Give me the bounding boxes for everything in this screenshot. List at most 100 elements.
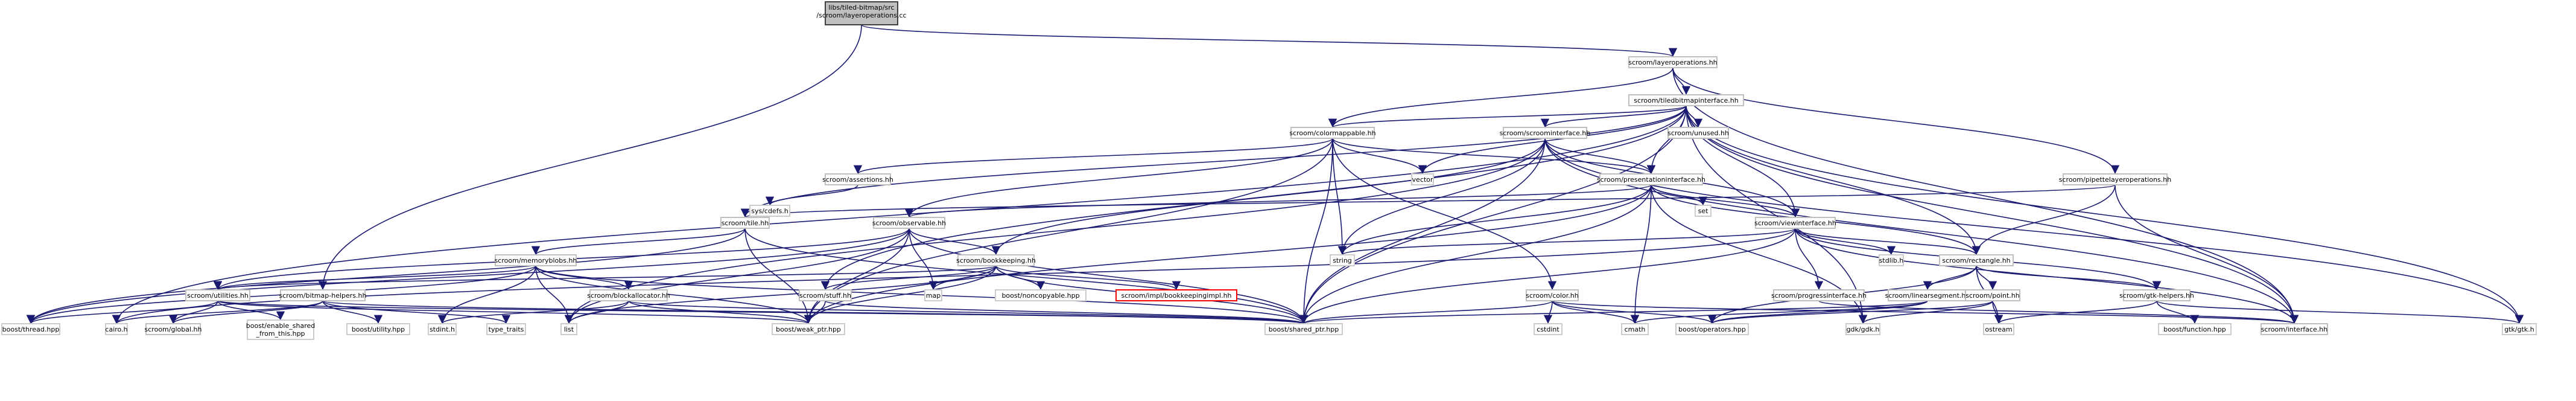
node-root-layeroperations-cc[interactable]: libs/tiled-bitmap/src /scroom/layeropera… — [816, 1, 907, 25]
node-pipettelayeroperations-hh[interactable]: scroom/pipettelayeroperations.hh — [2059, 173, 2171, 185]
include-edge — [861, 24, 1677, 57]
node-label: scroom/linearsegment.hh — [1885, 292, 1970, 300]
include-edge — [905, 184, 1652, 218]
node-stuff-hh[interactable]: scroom/stuff.hh — [799, 289, 852, 301]
node-colormappable-hh[interactable]: scroom/colormappable.hh — [1289, 127, 1376, 139]
node-label: scroom/impl/bookkeepingimpl.hh — [1121, 292, 1231, 300]
node-utilities-hh[interactable]: scroom/utilities.hh — [185, 289, 250, 301]
node-label: scroom/pipettelayeroperations.hh — [2059, 176, 2171, 184]
include-edge — [531, 228, 746, 255]
node-cairo-h[interactable]: cairo.h — [105, 323, 128, 335]
node-set[interactable]: set — [1695, 205, 1712, 217]
node-type-traits[interactable]: type_traits — [486, 323, 526, 335]
node-blockallocator-hh[interactable]: scroom/blockallocator.hh — [587, 289, 670, 301]
node-stdint-h[interactable]: stdint.h — [428, 323, 457, 335]
node-map[interactable]: map — [924, 289, 942, 301]
node-boost-weak-ptr-hpp[interactable]: boost/weak_ptr.hpp — [772, 323, 845, 335]
node-rectangle-hh[interactable]: scroom/rectangle.hh — [1939, 254, 2014, 266]
node-label: map — [926, 292, 941, 300]
node-memoryblobs-hh[interactable]: scroom/memoryblobs.hh — [495, 254, 577, 266]
include-edge — [991, 138, 1546, 255]
node-observable-hh[interactable]: scroom/observable.hh — [872, 217, 946, 229]
include-edge — [1686, 105, 2299, 324]
include-edge — [628, 300, 813, 324]
include-edge — [1686, 105, 1800, 218]
node-global-hh[interactable]: scroom/global.hh — [145, 323, 202, 335]
include-edge — [804, 228, 910, 324]
node-label: gdk/gdk.h — [1847, 326, 1880, 333]
node-sys-cdefs-h[interactable]: sys/cdefs.h — [749, 205, 790, 217]
include-edge — [1708, 300, 1993, 324]
include-edge — [27, 228, 910, 324]
node-boost-shared-ptr-hpp[interactable]: boost/shared_ptr.hpp — [1264, 323, 1343, 335]
include-edge — [1630, 184, 1652, 324]
node-list[interactable]: list — [560, 323, 577, 335]
node-enable-shared-from-this-hpp[interactable]: boost/enable_shared_from_this.hpp — [246, 319, 315, 340]
node-cmath[interactable]: cmath — [1621, 323, 1649, 335]
include-edge — [744, 228, 813, 324]
node-label: scroom/bookkeeping.hh — [956, 257, 1036, 265]
node-label: scroom/interface.hh — [2261, 326, 2327, 333]
include-edge — [1337, 184, 1652, 255]
node-color-hh[interactable]: scroom/color.hh — [1526, 289, 1579, 301]
include-edge — [1795, 228, 1981, 255]
node-label: scroom/stuff.hh — [799, 292, 851, 300]
node-gtk-gtk-h[interactable]: gtk/gtk.h — [2502, 323, 2537, 335]
include-edge — [744, 228, 1309, 324]
include-edge — [909, 228, 938, 290]
node-viewinterface-hh[interactable]: scroom/viewinterface.hh — [1754, 217, 1836, 229]
include-edge — [1418, 105, 1687, 175]
include-edge — [1708, 300, 1928, 324]
include-edge — [1972, 184, 2116, 255]
include-edge — [904, 138, 1333, 218]
include-edge — [741, 105, 1687, 218]
include-edge — [1858, 300, 1993, 324]
node-ostream[interactable]: ostream — [1983, 323, 2014, 335]
include-edge — [214, 265, 997, 290]
node-bookkeepingimpl-hh[interactable]: scroom/impl/bookkeepingimpl.hh — [1115, 289, 1237, 301]
include-edge — [804, 265, 997, 324]
node-gtk-helpers-hh[interactable]: scroom/gtk-helpers.hh — [2119, 289, 2194, 301]
node-stdlib-h[interactable]: stdlib.h — [1879, 254, 1904, 266]
node-tile-hh[interactable]: scroom/tile.hh — [720, 217, 770, 229]
node-string[interactable]: string — [1330, 254, 1355, 266]
node-progressinterface-hh[interactable]: scroom/progressinterface.hh — [1771, 289, 1867, 301]
node-gdk-gdk-h[interactable]: gdk/gdk.h — [1845, 323, 1880, 335]
include-edge — [1299, 228, 1796, 324]
node-linearsegment-hh[interactable]: scroom/linearsegment.hh — [1885, 289, 1970, 301]
include-edge — [804, 138, 1333, 324]
node-interface-hh[interactable]: scroom/interface.hh — [2260, 323, 2328, 335]
node-label: list — [564, 326, 574, 333]
node-boost-operators-hpp[interactable]: boost/operators.hpp — [1675, 323, 1749, 335]
node-bookkeeping-hh[interactable]: scroom/bookkeeping.hh — [956, 254, 1036, 266]
node-bitmap-helpers-hh[interactable]: scroom/bitmap-helpers.hh — [279, 289, 367, 301]
node-boost-function-hpp[interactable]: boost/function.hpp — [2158, 323, 2232, 335]
node-layeroperations-hh[interactable]: scroom/layeroperations.hh — [1628, 56, 1718, 68]
include-edge — [1299, 300, 1553, 324]
node-unused-hh[interactable]: scroom/unused.hh — [1667, 127, 1729, 139]
node-cstdint[interactable]: cstdint — [1534, 323, 1562, 335]
include-edge — [1332, 138, 1347, 255]
node-assertions-hh[interactable]: scroom/assertions.hh — [822, 173, 893, 185]
node-label: boost/shared_ptr.hpp — [1269, 326, 1339, 333]
node-boost-thread-hpp[interactable]: boost/thread.hpp — [1, 323, 60, 335]
node-label: scroom/viewinterface.hh — [1754, 219, 1836, 227]
node-label: scroom/memoryblobs.hh — [495, 257, 577, 265]
node-boost-noncopyable-hpp[interactable]: boost/noncopyable.hpp — [995, 289, 1087, 301]
include-edge — [168, 300, 323, 324]
include-edge — [112, 105, 1687, 324]
include-edge — [535, 265, 574, 324]
node-label: scroom/bitmap-helpers.hh — [279, 292, 367, 300]
node-presentationinterface-hh[interactable]: scroom/presentationinterface.hh — [1597, 173, 1705, 185]
node-tiledbitmapinterface-hh[interactable]: scroom/tiledbitmapinterface.hh — [1628, 94, 1744, 106]
node-boost-utility-hpp[interactable]: boost/utility.hpp — [346, 323, 410, 335]
include-edge — [1544, 138, 2299, 324]
include-edge — [765, 184, 858, 206]
node-scroominterface-hh[interactable]: scroom/scroominterface.hh — [1500, 127, 1591, 139]
node-point-hh[interactable]: scroom/point.hh — [1965, 289, 2020, 301]
node-vector[interactable]: vector — [1411, 173, 1434, 185]
include-edge — [112, 300, 323, 324]
node-label: scroom/blockallocator.hh — [587, 292, 670, 300]
include-edge — [564, 300, 629, 324]
include-edge — [1672, 67, 2299, 324]
